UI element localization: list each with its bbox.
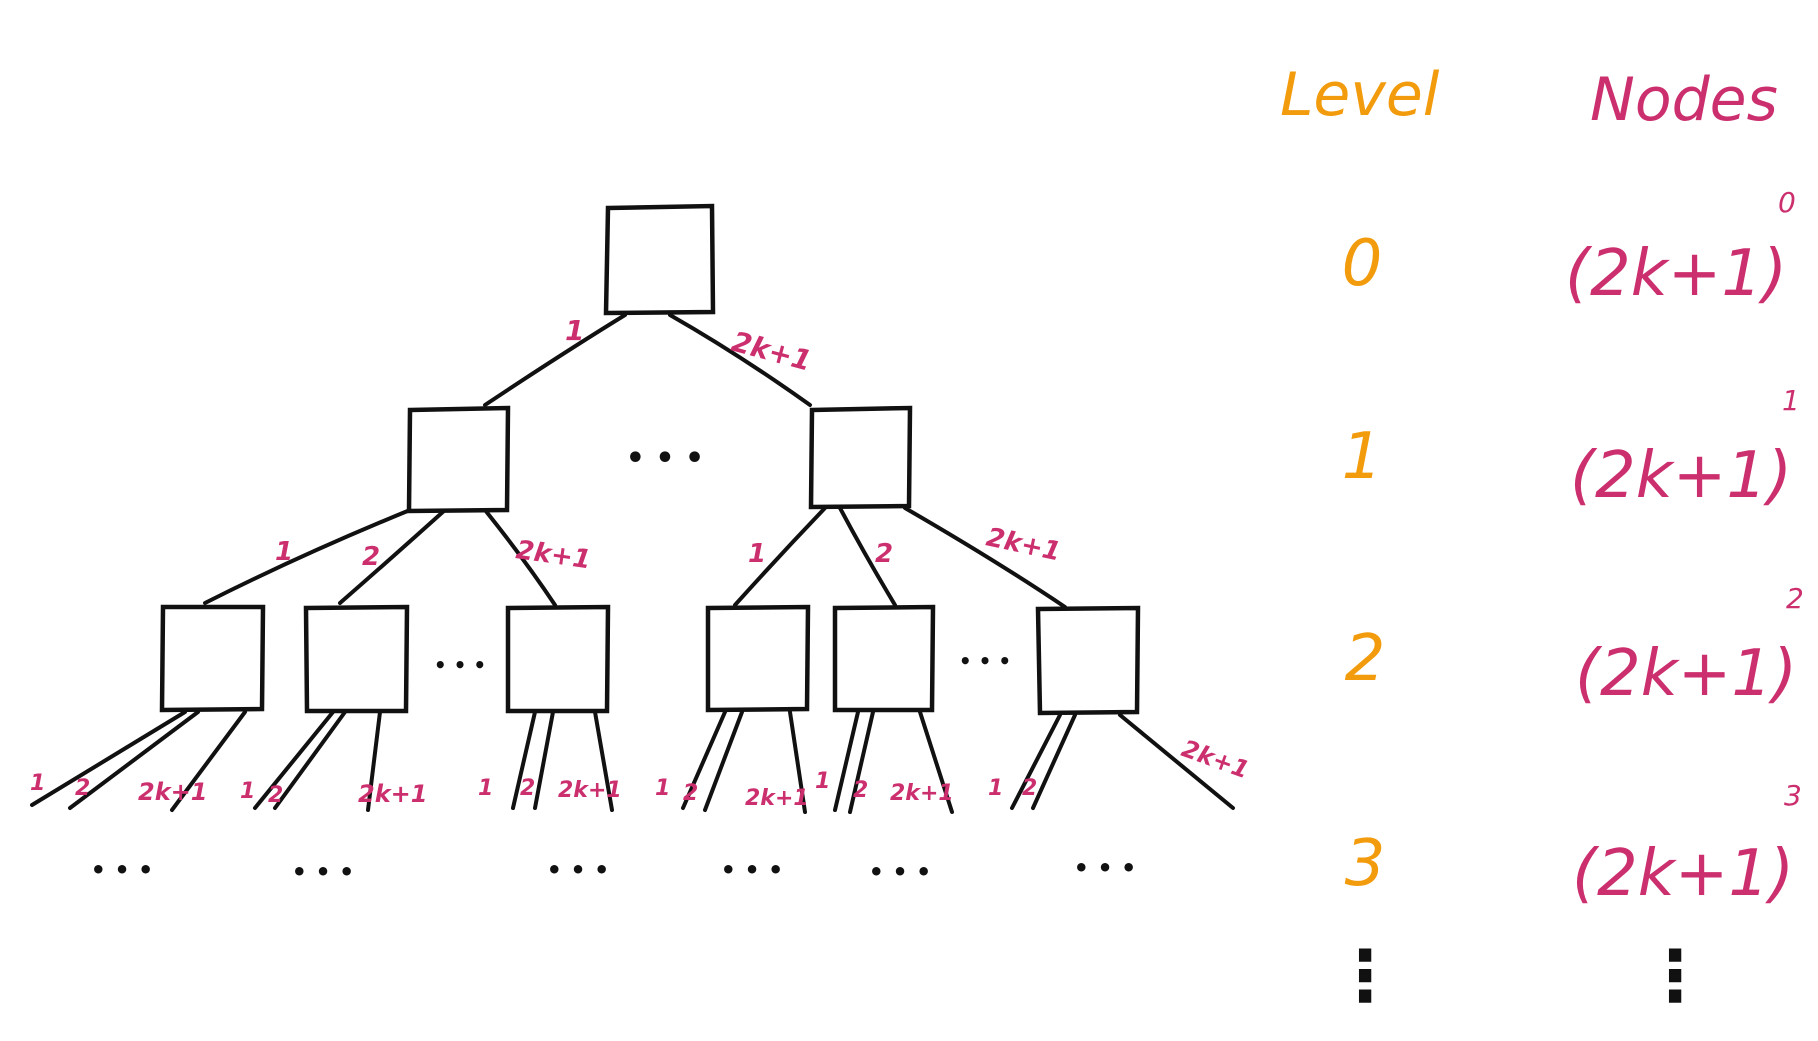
level-continuation: ⋮ [1330, 935, 1400, 1017]
level-value: 1 [1342, 420, 1383, 494]
edge-label: 2k+1 [138, 778, 207, 806]
edge-label: 2 [853, 778, 868, 803]
edge-label: 1 [275, 537, 293, 567]
nodes-base: (2k+1) [1570, 439, 1792, 513]
leaf-edge [703, 710, 744, 812]
node-level2-d [705, 604, 811, 713]
edge-label: 2 [875, 539, 893, 569]
leaf-edge [273, 710, 347, 810]
leaf-edge [1010, 713, 1062, 810]
edge-label: 2k+1 [558, 778, 622, 803]
node-level2-c [505, 604, 611, 714]
nodes-base: (2k+1) [1575, 637, 1797, 711]
nodes-base: (2k+1) [1565, 237, 1787, 311]
nodes-continuation: ⋮ [1640, 935, 1710, 1017]
edge-label: 2 [268, 783, 283, 808]
ellipsis-level2-right: • • • [959, 649, 1011, 673]
edge-label: 1 [565, 314, 584, 347]
edge-label: 1 [988, 776, 1003, 801]
node-level2-e [832, 604, 936, 713]
edge-label: 1 [30, 771, 45, 796]
leaf-edge [681, 710, 727, 810]
edge-l1a-3 [483, 508, 557, 607]
leaf-edge [848, 710, 875, 814]
node-level2-f [1035, 605, 1141, 716]
edge-l1b-1 [733, 506, 827, 607]
edge-label: 1 [240, 779, 255, 804]
edge-l1a-2 [338, 508, 447, 605]
ellipsis-level3-1: • • • [91, 856, 154, 884]
leaf-edge [253, 710, 335, 810]
node-level2-a [159, 604, 266, 713]
ellipsis-level3-5: • • • [869, 858, 932, 886]
level-header: Level [1280, 60, 1440, 130]
edge-labels: 1 2k+1 1 2 2k+1 1 2 2k+1 1 2 2k+1 1 2 2k… [30, 314, 1253, 811]
leaf-edge [366, 710, 382, 812]
edges-root [483, 313, 812, 407]
level-value: 0 [1342, 227, 1383, 301]
edge-root-left [483, 313, 627, 407]
edge-label: 1 [478, 776, 493, 801]
edge-label: 2 [520, 776, 535, 801]
node-root [603, 203, 716, 316]
ellipsis-level2-left: • • • [434, 653, 486, 677]
tree-ellipses: • • • • • • • • • • • • • • • • • • • • … [91, 441, 1137, 886]
edge-label: 2 [75, 776, 90, 801]
nodes-exponent: 1 [1782, 384, 1800, 417]
edge-label: 2k+1 [1178, 734, 1253, 784]
ellipsis-level3-3: • • • [547, 856, 610, 884]
edge-label: 2k+1 [890, 781, 954, 806]
nodes-header: Nodes [1590, 65, 1778, 135]
node-level2-b [303, 604, 410, 714]
level-nodes-table: Level Nodes 0 (2k+1) 0 1 (2k+1) 1 2 (2k+… [1280, 60, 1804, 1017]
nodes-base: (2k+1) [1572, 837, 1794, 911]
level-value: 3 [1345, 827, 1386, 901]
leaf-edge [788, 710, 807, 814]
edges-level1 [203, 506, 1067, 609]
edge-label: 2k+1 [745, 786, 809, 811]
edge-label: 1 [748, 539, 766, 569]
ellipsis-level3-4: • • • [721, 856, 784, 884]
edges-level2 [30, 710, 1235, 814]
nodes-exponent: 0 [1778, 186, 1796, 219]
edge-label: 2 [683, 781, 698, 806]
edge-l1a-1 [203, 508, 412, 605]
edge-label: 2 [362, 542, 380, 572]
leaf-edge [918, 710, 954, 814]
edge-label: 1 [655, 776, 670, 801]
edge-label: 2 [1022, 776, 1037, 801]
leaf-edge [593, 710, 614, 812]
node-level1-left [406, 405, 511, 514]
node-level1-right [808, 405, 913, 510]
leaf-edge [533, 710, 555, 810]
leaf-edge [1118, 713, 1235, 810]
leaf-edge [30, 710, 187, 807]
leaf-edge [511, 710, 537, 810]
leaf-edge [833, 710, 860, 812]
edge-label: 2k+1 [728, 325, 815, 378]
level-value: 2 [1345, 622, 1386, 696]
leaf-edge [170, 710, 247, 812]
nodes-exponent: 2 [1786, 582, 1804, 615]
ellipsis-level3-2: • • • [292, 858, 355, 886]
edge-label: 2k+1 [514, 535, 593, 575]
ellipsis-level1: • • • [626, 441, 704, 476]
edge-root-right [668, 313, 812, 407]
edge-l1b-3 [903, 506, 1067, 609]
leaf-edge [1031, 713, 1077, 810]
edge-l1b-2 [838, 506, 897, 607]
nodes-exponent: 3 [1784, 779, 1802, 812]
edge-label: 1 [815, 769, 830, 794]
leaf-edge [68, 710, 200, 810]
ellipsis-level3-6: • • • [1074, 854, 1137, 882]
nodes [159, 203, 1141, 716]
edge-label: 2k+1 [358, 780, 427, 808]
